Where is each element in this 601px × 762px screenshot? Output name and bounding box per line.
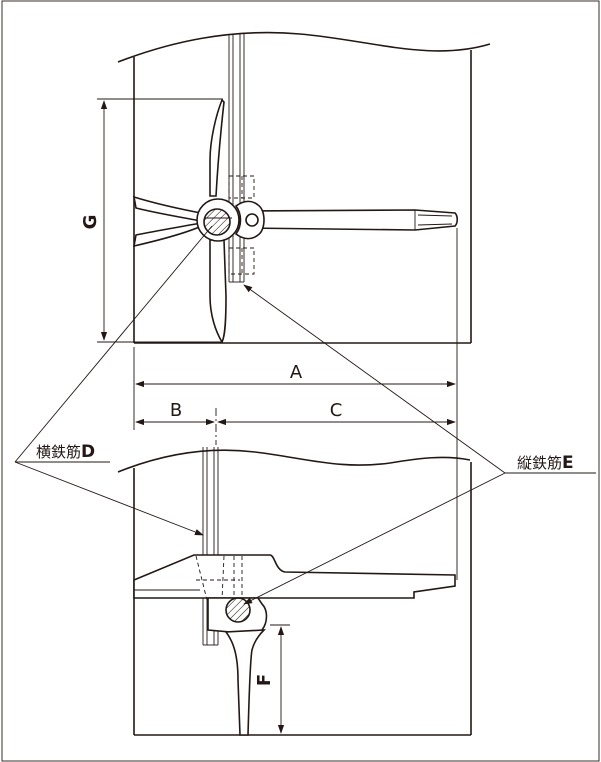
- vertical-rebar-top: [228, 34, 245, 283]
- leader-d-to-top: [14, 225, 213, 463]
- horizontal-rebar-section-top: [203, 208, 231, 236]
- dim-g-label: G: [80, 215, 101, 230]
- upper-clip-hidden: [228, 175, 255, 199]
- dim-c-label: C: [330, 400, 343, 421]
- leader-lines: [14, 225, 596, 605]
- dim-f-label: F: [254, 674, 275, 686]
- spacer-body-side: [133, 554, 456, 599]
- leader-e-to-bottom: [243, 472, 506, 605]
- spacer-arm: [243, 209, 459, 231]
- leader-e-to-top: [243, 284, 506, 474]
- top-wall-break-line: [117, 31, 491, 63]
- dim-b-label: B: [170, 400, 182, 421]
- spacer-fin-lower: [209, 239, 227, 344]
- callout-vertical-rebar: 縦鉄筋E: [517, 453, 574, 473]
- vertical-rebar-section-bottom: [225, 597, 251, 623]
- bottom-view: F: [117, 447, 472, 736]
- callout-horizontal-rebar: 横鉄筋D: [36, 442, 95, 462]
- dim-a-label: A: [290, 362, 303, 383]
- spacer-foot: [224, 629, 267, 736]
- dimension-group-abc: A B C: [133, 228, 458, 580]
- clamp-hole: [245, 213, 259, 227]
- bottom-wall-break-line: [117, 449, 471, 473]
- top-view: G: [80, 31, 491, 344]
- spacer-left-wings: [132, 195, 207, 248]
- lower-clip-hidden: [228, 247, 255, 275]
- spacer-fin-upper: [209, 98, 225, 197]
- leader-d-to-bottom: [14, 461, 204, 536]
